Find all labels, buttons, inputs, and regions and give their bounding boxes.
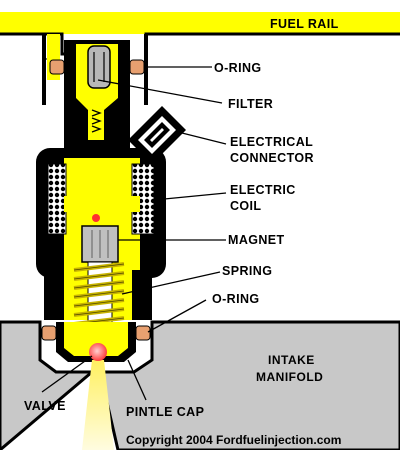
electrical-connector [128,106,186,164]
copyright-text: Copyright 2004 Fordfuelinjection.com [126,433,341,447]
o-ring-top-label: O-RING [214,61,262,75]
o-ring-bottom [41,325,151,341]
leader-lines [41,66,227,401]
electrical-connector-label-1: ELECTRICAL [230,135,313,149]
spring-label: SPRING [222,264,272,278]
valve-label: VALVE [24,399,66,413]
filter [87,45,111,133]
pintle-cap [56,322,136,362]
intake-manifold-label-1: INTAKE [268,353,315,367]
o-ring-bottom-label: O-RING [212,292,260,306]
valve [89,343,107,361]
electric-coil-label-2: COIL [230,199,261,213]
fuel-spray [82,360,114,450]
filter-label: FILTER [228,97,273,111]
o-ring-top [49,59,145,75]
pintle-cap-label: PINTLE CAP [126,405,204,419]
fuel-rail-band [0,12,400,34]
magnet-label: MAGNET [228,233,285,247]
electric-coil-left [47,163,67,235]
fuel-rail-label: FUEL RAIL [270,17,339,31]
electrical-connector-label-2: CONNECTOR [230,151,314,165]
electric-coil-label-1: ELECTRIC [230,183,296,197]
intake-manifold-label-2: MANIFOLD [256,370,323,384]
